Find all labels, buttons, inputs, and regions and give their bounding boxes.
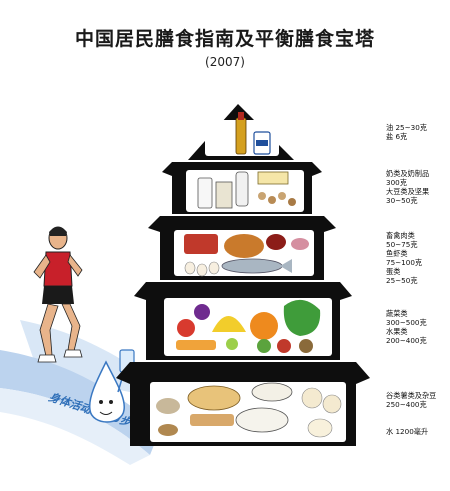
tier-label-line: 鱼虾类 (386, 248, 408, 258)
tier-label-line: 谷类薯类及杂豆 (386, 391, 437, 400)
tier-label-line: 75~100克 (386, 257, 423, 267)
tier-label-line: 250~400克 (386, 399, 427, 409)
tier-label-line: 300~500克 (386, 317, 427, 327)
tier-label-line: 25~50克 (386, 275, 418, 285)
runner-figure (33, 226, 83, 363)
tier-label-line: 30~50克 (386, 195, 418, 205)
tier-label-line: 大豆类及坚果 (386, 186, 430, 196)
oil-salt-foods (235, 112, 271, 155)
tier-label-line: 蔬菜类 (386, 309, 408, 318)
page-title: 中国居民膳食指南及平衡膳食宝塔 (74, 28, 375, 50)
water-label: 水 1200毫升 (386, 427, 429, 436)
tier-label-line: 奶类及奶制品 (386, 169, 430, 178)
grain-tuber-foods (156, 382, 342, 438)
dairy-soy-foods (197, 171, 296, 209)
page-subtitle: (2007) (205, 55, 245, 69)
tier-label-line: 200~400克 (386, 335, 427, 345)
tier-label-line: 盐 6克 (386, 131, 408, 141)
vegetable-fruit-foods (176, 299, 321, 353)
tier-label-line: 蛋类 (386, 266, 401, 276)
meat-fish-egg-foods (184, 234, 309, 277)
tier-label-line: 油 25~30克 (386, 123, 427, 132)
tier-label-line: 水果类 (386, 326, 408, 336)
tier-label-line: 300克 (386, 177, 407, 187)
tier-5-label: 油 25~30克盐 6克 (386, 123, 427, 142)
tier-label-line: 50~75克 (386, 239, 418, 249)
tier-label-line: 畜禽肉类 (386, 231, 415, 240)
